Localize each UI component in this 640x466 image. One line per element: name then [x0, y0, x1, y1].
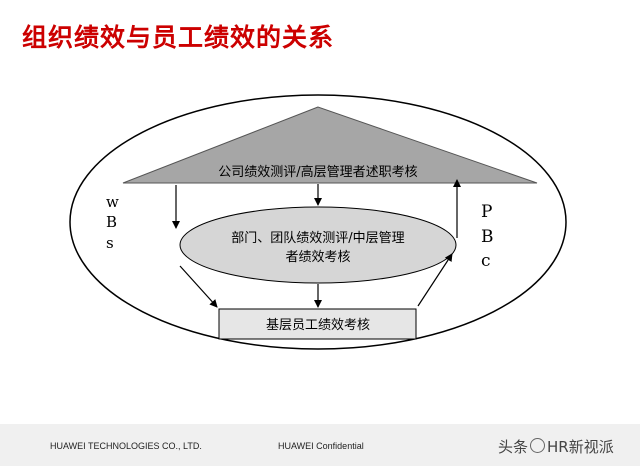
bottom-box-label: 基层员工绩效考核: [266, 318, 370, 333]
left-label-s: s: [106, 234, 114, 252]
watermark: 头条 HR新视派: [498, 436, 614, 457]
camera-icon: [530, 438, 546, 453]
middle-label-line-1: 部门、团队绩效测评/中层管理: [231, 231, 404, 246]
watermark-suffix: HR新视派: [547, 438, 614, 456]
outer-ellipse: [69, 94, 567, 350]
middle-label-line-2: 者绩效考核: [285, 250, 350, 265]
slide-title: 组织绩效与员工绩效的关系: [22, 23, 335, 52]
watermark-prefix: 头条: [498, 438, 529, 456]
left-label-b: B: [106, 213, 117, 231]
right-label-c: c: [481, 251, 491, 271]
footer-company: HUAWEI TECHNOLOGIES CO., LTD.: [50, 441, 202, 451]
bottom-box: [218, 308, 417, 340]
right-label-p: P: [481, 202, 492, 222]
middle-ellipse: [179, 206, 457, 284]
slide-footer: HUAWEI TECHNOLOGIES CO., LTD. HUAWEI Con…: [0, 424, 640, 466]
top-triangle: [122, 106, 538, 184]
footer-confidential: HUAWEI Confidential: [278, 441, 364, 451]
right-label-b: B: [481, 227, 494, 247]
arrow-bottom-to-right: [417, 253, 453, 307]
top-box-label: 公司绩效测评/高层管理者述职考核: [218, 164, 417, 180]
left-label-w: w: [106, 193, 119, 211]
arrow-left-to-bottom: [179, 265, 218, 308]
